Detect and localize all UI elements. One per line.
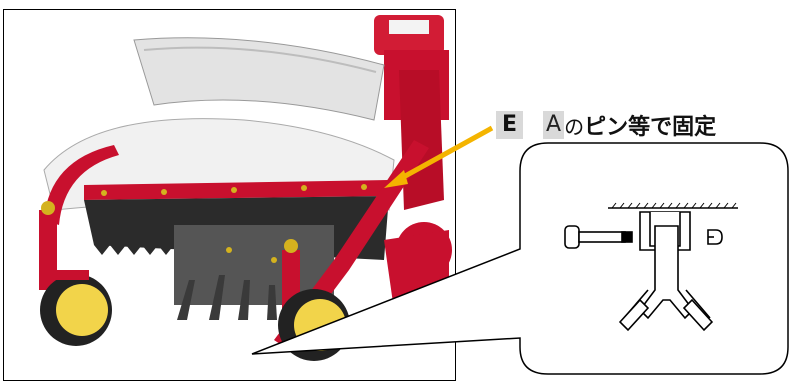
callout-label: E A の ピン等で固定 bbox=[496, 110, 716, 140]
callout-letter: E bbox=[496, 111, 523, 139]
callout-particle: の bbox=[564, 111, 584, 140]
callout-ref: A bbox=[543, 111, 564, 139]
callout-action: ピン等で固定 bbox=[584, 109, 716, 141]
detail-bubble bbox=[252, 143, 788, 374]
arrow-icon bbox=[398, 128, 492, 180]
